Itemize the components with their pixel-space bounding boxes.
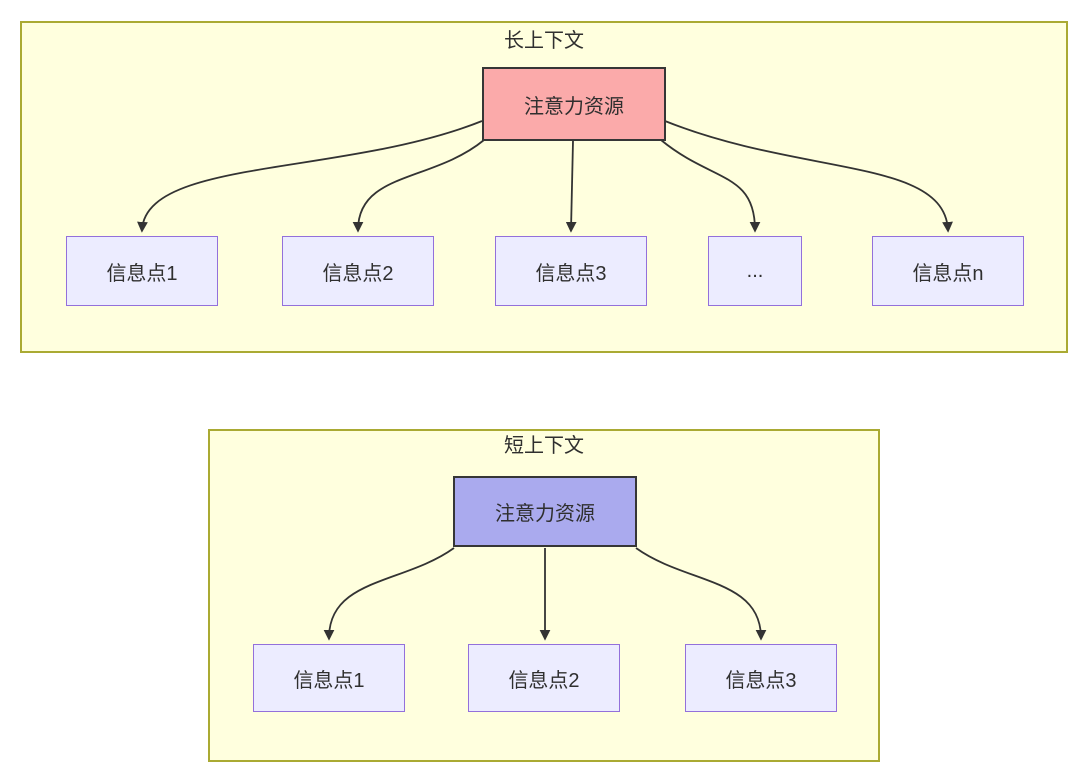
edge-long-to-point1 [137,120,483,233]
attention-resource-box-long: 注意力资源 [482,67,666,141]
attention-resource-box-short: 注意力资源 [453,476,637,547]
panel-long-context-title: 长上下文 [504,30,584,52]
edge-long-to-pointn [664,120,953,233]
info-point-box: 信息点3 [685,644,837,712]
edge-long-to-point3 [565,140,577,233]
info-point-box: 信息点2 [282,236,434,306]
info-point-box: 信息点3 [495,236,647,306]
ellipsis-box: ... [708,236,802,306]
info-point-box: 信息点1 [253,644,405,712]
edge-short-to-point1 [323,547,455,641]
edge-long-to-ellipsis [660,139,761,233]
info-point-box: 信息点1 [66,236,218,306]
edge-short-to-point3 [635,547,767,641]
panel-short-context-title: 短上下文 [504,435,584,457]
info-point-box: 信息点2 [468,644,620,712]
edge-long-to-point2 [352,139,485,233]
info-point-box: 信息点n [872,236,1024,306]
